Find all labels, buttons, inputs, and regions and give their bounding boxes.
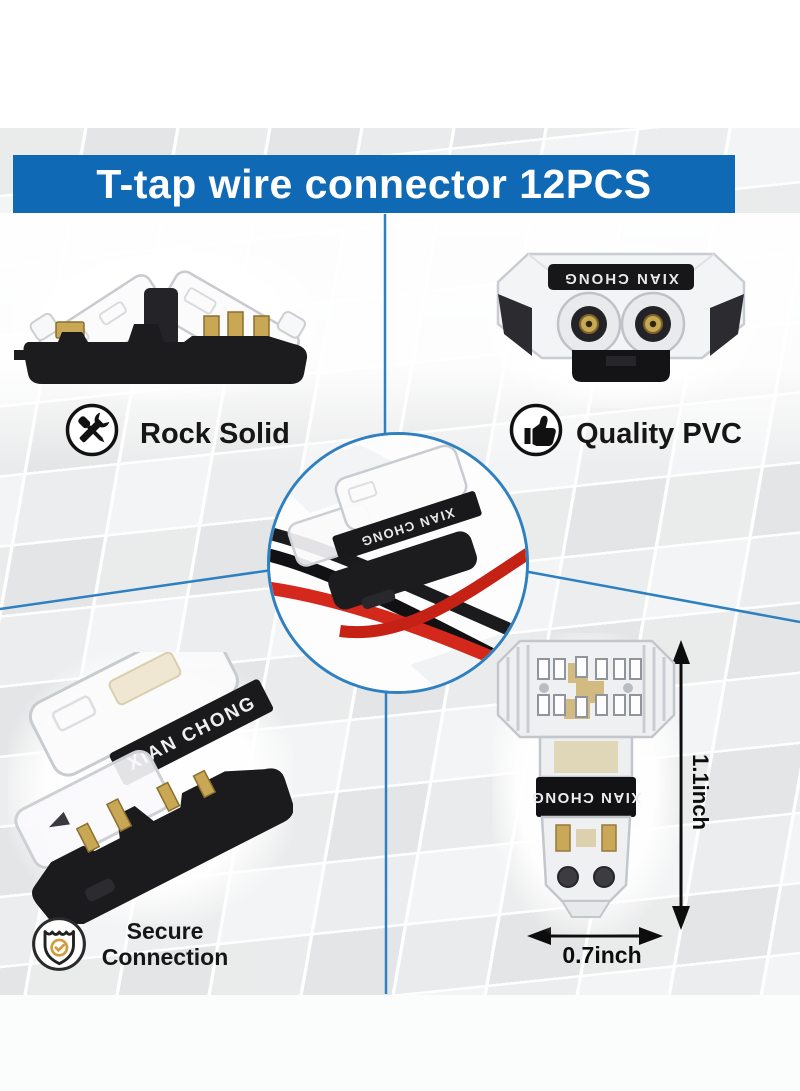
brand-band: [548, 264, 694, 290]
page-title: T-tap wire connector 12PCS: [96, 160, 652, 207]
end-ribs: [506, 645, 666, 733]
shield-check-icon: [32, 917, 86, 971]
wire-holes: [557, 866, 615, 888]
tip-gold-contacts: [555, 824, 617, 852]
photo-tapped-wires-circle: XIAN CHONG: [267, 432, 529, 694]
lower-clear-cover: [14, 749, 172, 870]
gold-trace: [564, 663, 604, 719]
width-dimension-label: 0.7inch: [562, 942, 642, 968]
brand-band: [536, 777, 636, 817]
photo-connector-front-view: XIAN CHONG: [486, 242, 756, 408]
brand-label: XIAN CHONG: [563, 270, 679, 287]
feature-label-quality-pvc: Quality PVC: [576, 418, 742, 450]
rivets: [539, 683, 633, 693]
photo-open-connector-angled: XIAN CHONG: [8, 652, 293, 924]
wrench-screwdriver-icon: [65, 403, 119, 457]
photo-open-connector-side-view: [8, 238, 320, 400]
thumbs-up-icon: [509, 403, 563, 457]
latch-nub: [85, 878, 115, 902]
red-wire-upper: [339, 547, 526, 639]
black-base: [23, 324, 308, 384]
height-dimension-label: 1.1inch: [688, 754, 713, 830]
mold-arrow-mark: [49, 811, 71, 828]
tap-connector: XIAN CHONG: [287, 444, 482, 610]
wire-port-right: [620, 291, 686, 357]
gold-pins: [75, 769, 217, 853]
base-tab: [14, 350, 30, 360]
photo-t-connector-top-view: XIAN CHONG: [492, 633, 680, 935]
wire-port-left: [556, 291, 622, 357]
feature-label-rock-solid: Rock Solid: [140, 418, 290, 450]
side-wedge-right: [710, 294, 744, 356]
metal-slots: [537, 656, 642, 718]
title-banner: T-tap wire connector 12PCS: [13, 155, 735, 213]
stem-gold-tint: [554, 741, 618, 773]
brand-label: XIAN CHONG: [531, 789, 642, 806]
side-wedge-left: [498, 294, 532, 356]
tip-gold-center: [576, 829, 596, 847]
tray-notch: [606, 356, 636, 366]
tip-end: [560, 900, 612, 918]
bottom-margin-band: [0, 995, 800, 1091]
feature-label-secure-connection: Secure Connection: [101, 918, 229, 970]
